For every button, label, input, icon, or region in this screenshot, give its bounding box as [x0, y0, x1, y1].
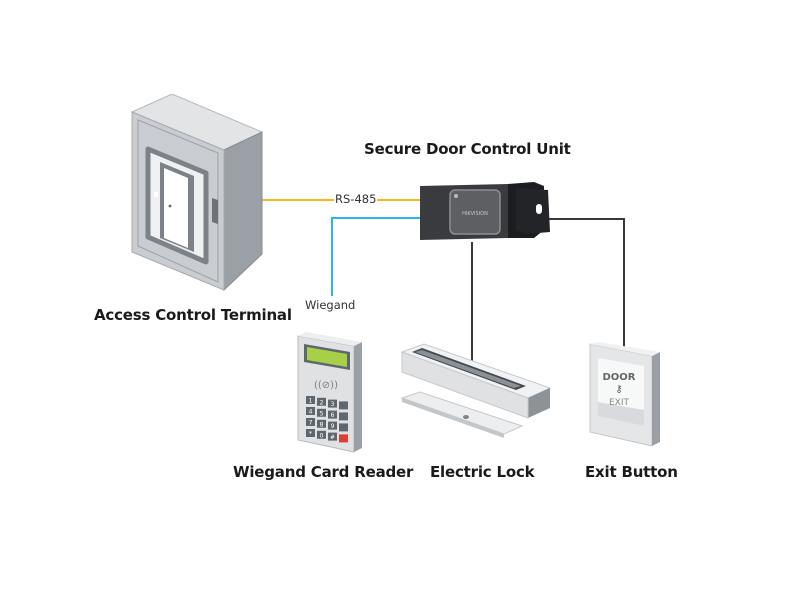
wiegand-card-reader-label: Wiegand Card Reader: [233, 463, 414, 481]
keypad-key-label: #: [330, 434, 335, 441]
brand-mark: HIKVISION: [462, 211, 488, 217]
exit-button-door-text: DOOR: [602, 372, 635, 383]
keypad-key: [328, 410, 337, 419]
magnetic-lock-icon: [400, 343, 552, 438]
wiegand-wire: [331, 217, 420, 296]
secure-door-control-unit-label: Secure Door Control Unit: [364, 140, 571, 158]
keypad-key: [306, 407, 315, 415]
svg-text:((⊘)): ((⊘)): [314, 380, 338, 391]
keypad-key: [306, 418, 315, 426]
exit-button-icon: DOOR ⚷ EXIT: [589, 342, 660, 446]
keypad-key: [328, 399, 337, 408]
keypad-key-label: 2: [320, 399, 324, 406]
keypad-key-label: 9: [331, 423, 335, 430]
exit-button-label: Exit Button: [585, 463, 678, 481]
keypad-key: [317, 430, 326, 439]
keypad-key: [306, 429, 315, 437]
access-control-terminal-label: Access Control Terminal: [94, 306, 292, 324]
exit-button-exit-text: EXIT: [609, 398, 630, 408]
keypad-key-label: 0: [320, 432, 324, 439]
keypad-key-label: 4: [309, 409, 313, 416]
keypad-key: [328, 432, 337, 441]
keypad-key-label: 8: [320, 421, 324, 428]
door-control-unit-icon: HIKVISION: [420, 182, 550, 240]
keypad-key-label: 1: [309, 398, 313, 405]
keypad-key: [306, 396, 315, 404]
wiegand-label: Wiegand: [305, 298, 356, 312]
keypad-key-label: 5: [320, 410, 324, 417]
access-control-cabinet-icon: [130, 94, 264, 292]
electric-lock-label: Electric Lock: [430, 463, 535, 481]
exit-wire: [546, 218, 625, 350]
keypad-key-label: 3: [331, 401, 335, 408]
keypad-key: [339, 401, 348, 410]
keypad-key: [339, 412, 348, 421]
key-icon: ⚷: [615, 384, 622, 395]
keypad-key: [317, 419, 326, 428]
keypad-key-label: 7: [309, 420, 313, 427]
keypad-key: [339, 423, 348, 432]
keypad-key: [317, 397, 326, 406]
keypad-key-label: *: [309, 431, 312, 438]
keypad-key: [328, 421, 337, 430]
keypad-key: [317, 408, 326, 417]
keypad-key-label: 6: [331, 412, 335, 419]
keypad-key: [339, 434, 348, 443]
rs485-label: RS-485: [334, 192, 378, 206]
